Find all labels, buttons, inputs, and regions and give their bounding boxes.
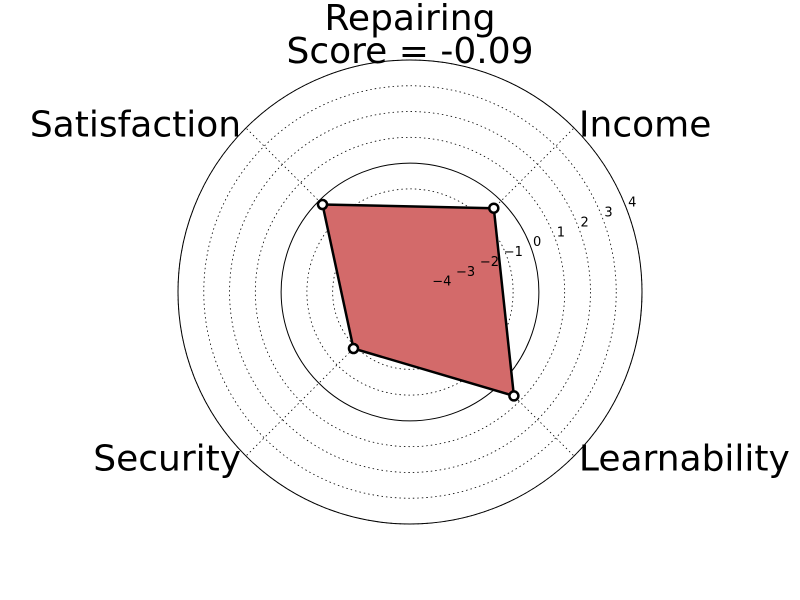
r-tick-label-6: 2 bbox=[581, 215, 589, 230]
chart-title-line-2: Score = -0.09 bbox=[286, 31, 533, 72]
r-tick-label-3: −1 bbox=[504, 245, 523, 260]
data-point-learnability bbox=[508, 390, 520, 402]
data-point-income bbox=[488, 202, 500, 214]
outer-frame-circle bbox=[177, 59, 643, 525]
ring-gridline-5 bbox=[254, 136, 566, 448]
series-layer bbox=[316, 198, 520, 402]
axis-label-learnability: Learnability bbox=[579, 438, 790, 479]
data-point-satisfaction bbox=[316, 198, 329, 211]
data-area-polygon bbox=[321, 203, 516, 398]
ring-gridline-4 bbox=[280, 162, 540, 422]
data-point-security bbox=[347, 342, 360, 355]
r-tick-label-7: 3 bbox=[604, 206, 612, 221]
chart-title-line-1: Repairing bbox=[325, 0, 496, 39]
axis-label-income: Income bbox=[579, 105, 711, 146]
tick-layer: −4 −3 −2 −1 0 1 23 4 bbox=[432, 196, 636, 290]
axis-label-satisfaction: Satisfaction bbox=[30, 105, 241, 146]
r-tick-label-2: −2 bbox=[480, 255, 499, 270]
r-tick-label-0: −4 bbox=[432, 275, 451, 290]
r-tick-label-8: 4 bbox=[628, 196, 636, 211]
ring-gridline-6 bbox=[229, 111, 591, 473]
ring-gridline-3 bbox=[306, 188, 514, 396]
axis-label-security: Security bbox=[93, 438, 241, 479]
r-tick-label-1: −3 bbox=[456, 265, 475, 280]
r-tick-label-5: 1 bbox=[557, 225, 565, 240]
ring-gridline-7 bbox=[203, 85, 617, 499]
r-tick-label-4: 0 bbox=[533, 235, 541, 250]
